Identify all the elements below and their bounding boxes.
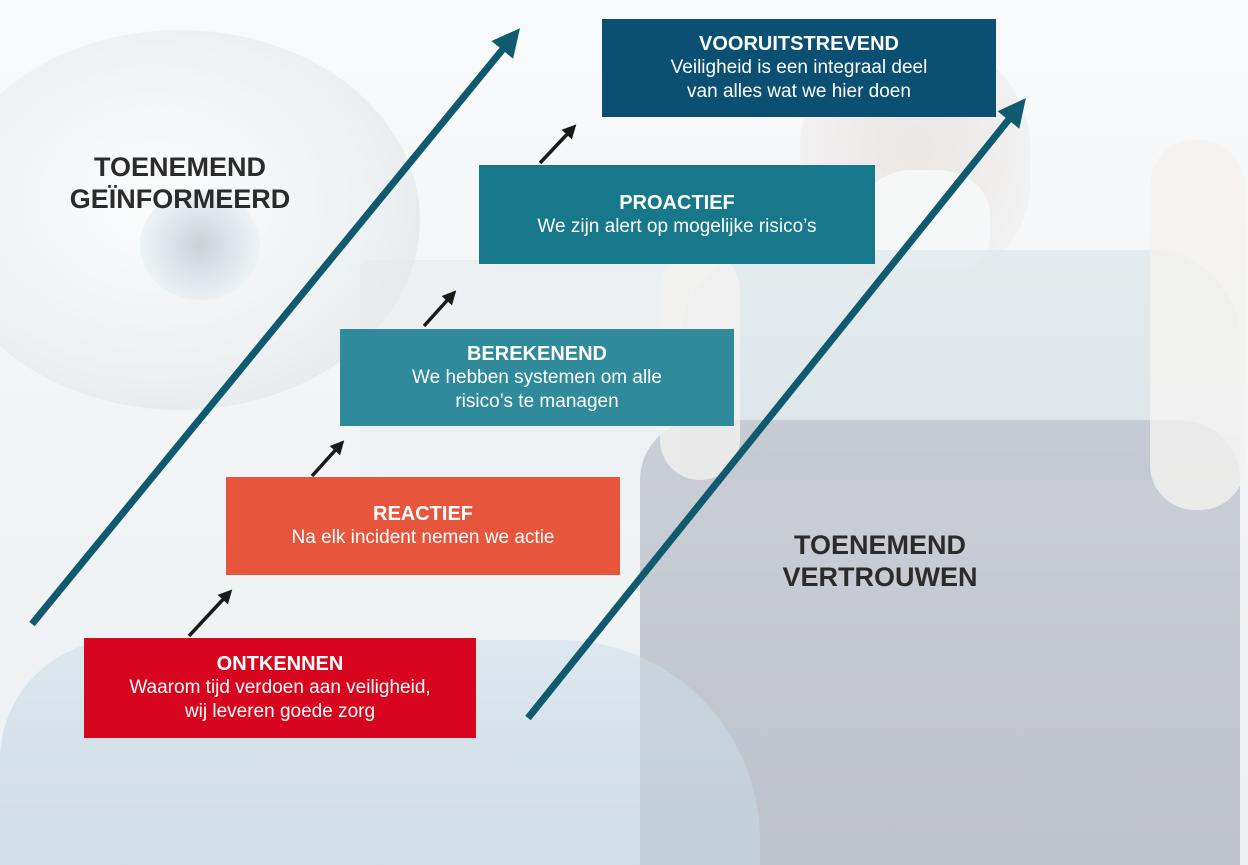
step-arrow-2 — [310, 440, 345, 478]
surgeon-glove-right-shape — [1150, 140, 1245, 510]
stage-ontkennen: ONTKENNEN Waarom tijd verdoen aan veilig… — [84, 638, 476, 738]
stage-vooruitstrevend: VOORUITSTREVEND Veiligheid is een integr… — [602, 19, 996, 117]
stage-description: We hebben systemen om alle risico’s te m… — [412, 366, 662, 412]
stage-description: We zijn alert op mogelijke risico’s — [537, 215, 817, 237]
stage-title: PROACTIEF — [619, 191, 735, 214]
step-arrow-1 — [187, 589, 233, 638]
main-arrow-left — [29, 28, 520, 627]
stage-title: REACTIEF — [373, 503, 473, 525]
label-toenemend-geinformeerd: TOENEMEND GEÏNFORMEERD — [69, 152, 291, 214]
stage-proactief: PROACTIEF We zijn alert op mogelijke ris… — [479, 165, 875, 264]
stage-title: VOORUITSTREVEND — [698, 33, 900, 55]
step-arrow-4 — [538, 124, 577, 165]
stage-description: Veiligheid is een integraal deel van all… — [670, 57, 928, 102]
surgical-lamp-center — [140, 190, 260, 300]
main-arrow-right — [525, 98, 1026, 721]
stage-description: Waarom tijd verdoen aan veiligheid, wij … — [129, 677, 431, 722]
stage-title: BEREKENEND — [466, 342, 608, 365]
stage-title: ONTKENNEN — [216, 653, 344, 675]
step-arrow-3 — [422, 290, 457, 328]
stage-description: Na elk incident nemen we actie — [291, 527, 555, 548]
stage-reactief: REACTIEF Na elk incident nemen we actie — [226, 477, 620, 575]
label-toenemend-vertrouwen: TOENEMEND VERTROUWEN — [782, 530, 978, 592]
stage-berekenend: BEREKENEND We hebben systemen om alle ri… — [340, 329, 734, 426]
